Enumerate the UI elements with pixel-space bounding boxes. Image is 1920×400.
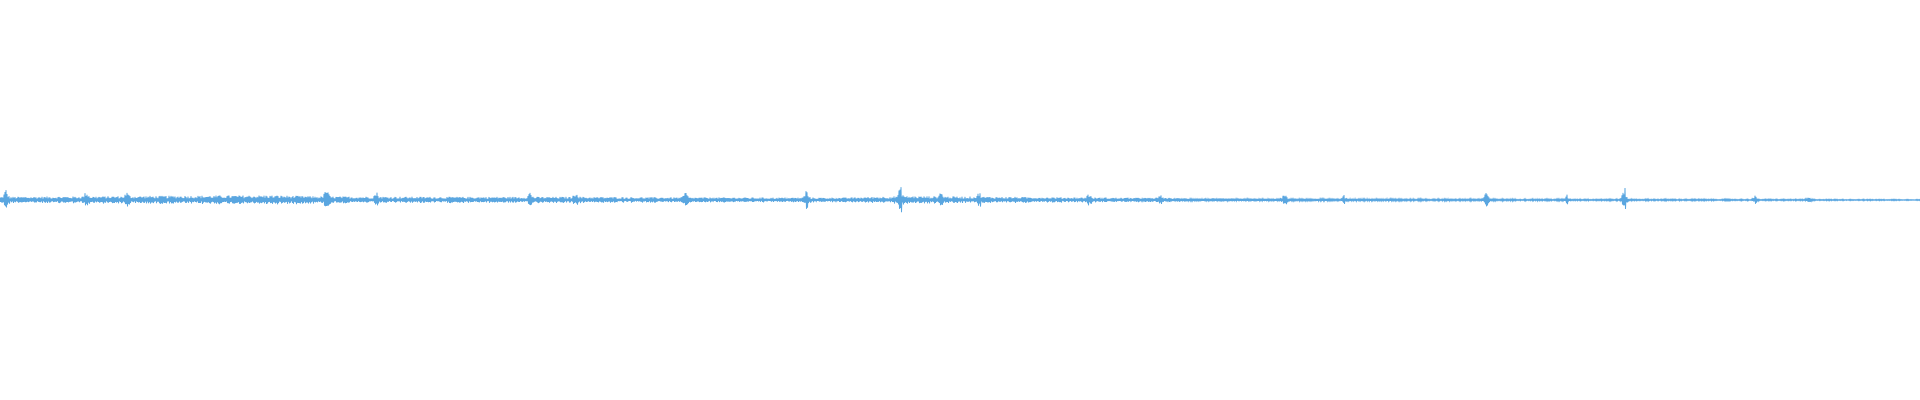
waveform-trace: [0, 187, 1920, 213]
